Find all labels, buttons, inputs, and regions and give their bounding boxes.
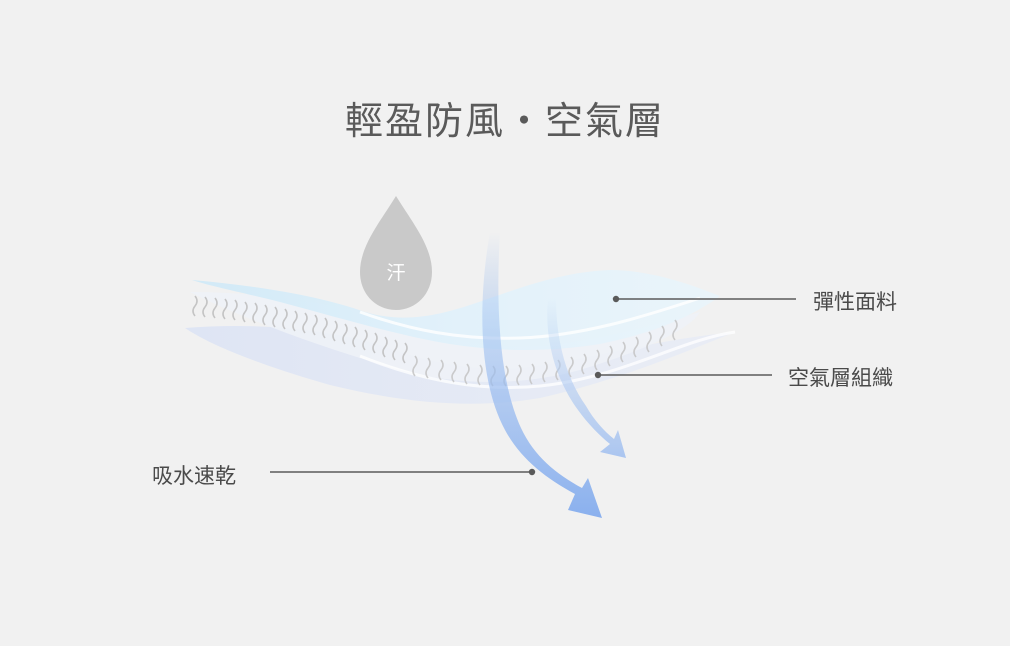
callout-quickdry-line	[270, 468, 536, 476]
moisture-arrow-main	[482, 232, 602, 518]
sweat-drop-label: 汗	[386, 262, 405, 284]
callout-airlayer-line	[594, 371, 772, 379]
label-elastic-fabric: 彈性面料	[813, 290, 897, 314]
label-quick-dry: 吸水速乾	[152, 464, 236, 488]
moisture-arrow-secondary	[547, 298, 626, 458]
label-air-layer: 空氣層組織	[788, 366, 893, 390]
fabric-sheen	[359, 296, 701, 340]
fabric-sheen-lower	[359, 330, 736, 389]
callout-elastic-line	[612, 295, 796, 303]
sweat-drop-icon	[360, 196, 432, 310]
fiber-waves-lower	[412, 319, 678, 387]
page-title: 輕盈防風・空氣層	[344, 99, 665, 143]
fiber-waves-upper	[192, 295, 408, 364]
